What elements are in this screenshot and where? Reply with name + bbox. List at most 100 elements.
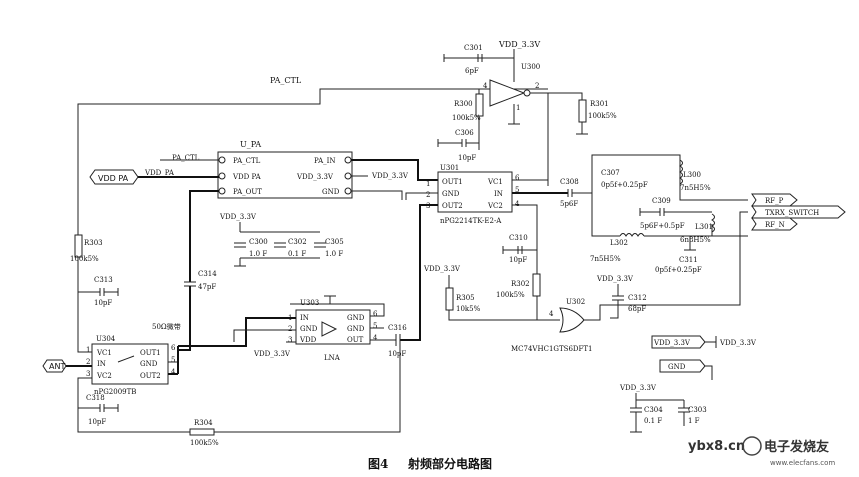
u304-p2: 2 [86, 358, 90, 366]
u303-pin-gnd1: GND [300, 325, 318, 333]
u302-vdd: VDD_3.3V [596, 275, 634, 283]
r304-val: 100k5% [190, 439, 219, 447]
c301-val: 6pF [465, 67, 479, 75]
u303-p4: 4 [373, 334, 378, 342]
u303-p6: 6 [373, 310, 378, 318]
c312-val: 68pF [628, 305, 646, 313]
u301-pin-out1: OUT1 [442, 178, 463, 186]
u304-pin-out2: OUT2 [140, 372, 161, 380]
c304-ref: C304 [644, 406, 663, 414]
u303-pin-gnd3: GND [347, 325, 365, 333]
wire-u301-gnd [405, 192, 438, 200]
c305-val: 1.0 F [325, 250, 343, 258]
upa-conn-5 [344, 172, 352, 180]
u301-box [437, 171, 513, 213]
c300-vdd: VDD_3.3V [219, 213, 257, 221]
u303-pin-in: IN [300, 314, 309, 322]
u301-pin-in: IN [494, 190, 503, 198]
c313-val: 10pF [94, 299, 112, 307]
wire-u303-gnd1 [233, 329, 296, 342]
c311-ref: C311 [679, 256, 698, 264]
c310-val: 10pF [509, 256, 527, 264]
upa-ref: U_PA [240, 140, 261, 149]
u301-p5: 5 [515, 186, 519, 194]
u304-part: nPG2009TB [94, 388, 136, 396]
wire-c314-out [178, 286, 191, 351]
upa-conn-1 [218, 156, 226, 164]
inductor-l302 [619, 233, 645, 237]
l300-ref: L300 [683, 171, 701, 179]
u300-bubble [523, 89, 531, 97]
c300-ref: C300 [249, 238, 268, 246]
u301-ref: U301 [440, 164, 459, 172]
flag-gnd [659, 359, 706, 373]
watermark-url: www.elecfans.com [770, 459, 835, 467]
wire-pa-ctl [77, 88, 548, 235]
u303-p2: 2 [288, 325, 292, 333]
l302-ref: L302 [610, 239, 628, 247]
u303-amp-symbol [321, 321, 338, 337]
wire-txrx [645, 211, 748, 306]
u301-pin-out2: OUT2 [442, 202, 463, 210]
resistor-r301 [578, 99, 587, 123]
r304-ref: R304 [194, 419, 213, 427]
c308-ref: C308 [560, 178, 579, 186]
u301-part: nPG2214TK-E2-A [440, 217, 502, 225]
resistor-r304 [189, 428, 215, 436]
r301-val: 100k5% [588, 112, 617, 120]
r302-ref: R302 [511, 280, 530, 288]
u301-pin-gnd: GND [442, 190, 460, 198]
u304-pin-out1: OUT1 [140, 349, 161, 357]
port-txrx-switch [751, 205, 846, 219]
c316-ref: C316 [388, 324, 407, 332]
u303-pin-gnd2: GND [347, 314, 365, 322]
resistor-r302 [532, 273, 541, 297]
wire-lna-in [178, 317, 296, 347]
u304-p3: 3 [86, 370, 90, 378]
net-label-pa-ctl: PA_CTL [172, 154, 200, 162]
u301-pin-vc2: VC2 [487, 202, 503, 210]
resistor-r305 [445, 287, 454, 311]
l302-val: 7n5H5% [590, 255, 621, 263]
rf-n-label: RF_N [765, 221, 785, 229]
u300-pin2: 2 [535, 82, 539, 90]
u303-pin-vdd: VDD [299, 336, 317, 344]
u304-p1: 1 [86, 346, 90, 354]
r300-ref: R300 [454, 100, 473, 108]
c309-val: 5p6F+0.5pF [640, 222, 685, 230]
wire-r305-bot [448, 310, 537, 321]
wire-u300-out [530, 92, 549, 186]
figure-title: 射频部分电路图 [407, 456, 492, 471]
c311-val: 0p5f+0.25pF [655, 266, 702, 274]
r305-vdd: VDD_3.3V [423, 265, 461, 273]
resistor-r303 [74, 234, 83, 258]
c302-ref: C302 [288, 238, 307, 246]
c307-val: 0p5f+0.25pF [601, 181, 648, 189]
flag-gnd-label: GND [668, 363, 686, 371]
wire-u301-out2 [400, 204, 438, 341]
flag-vdd33 [651, 335, 706, 349]
c309-ref: C309 [652, 197, 671, 205]
u300-pin4: 4 [483, 82, 488, 90]
l300-val: 7n5H5% [680, 184, 711, 192]
upa-pin-pa-in: PA_IN [314, 157, 336, 165]
net-label-vdd-pa: VDD_PA [144, 169, 175, 177]
u301-pin-vc1: VC1 [487, 178, 503, 186]
c318-ref: C318 [86, 394, 105, 402]
upa-conn-3 [218, 187, 226, 195]
c316-val: 10pF [388, 350, 406, 358]
r303-val: 100k5% [70, 255, 99, 263]
wire-u303-gnd-r [370, 303, 385, 317]
c313-ref: C313 [94, 276, 113, 284]
inductor-l300 [679, 159, 683, 185]
u302-part: MC74VHC1GTS6DFT1 [511, 345, 593, 353]
upa-conn-2 [218, 172, 226, 180]
upa-conn-6 [344, 187, 352, 195]
u303-p5: 5 [373, 322, 377, 330]
u304-switch-arm [117, 355, 135, 363]
c308-val: 5p6F [560, 200, 578, 208]
c303-ref: C303 [688, 406, 707, 414]
u304-pin-vc1: VC1 [96, 349, 112, 357]
c304-val: 0.1 F [644, 417, 662, 425]
port-rf-n [751, 217, 798, 231]
